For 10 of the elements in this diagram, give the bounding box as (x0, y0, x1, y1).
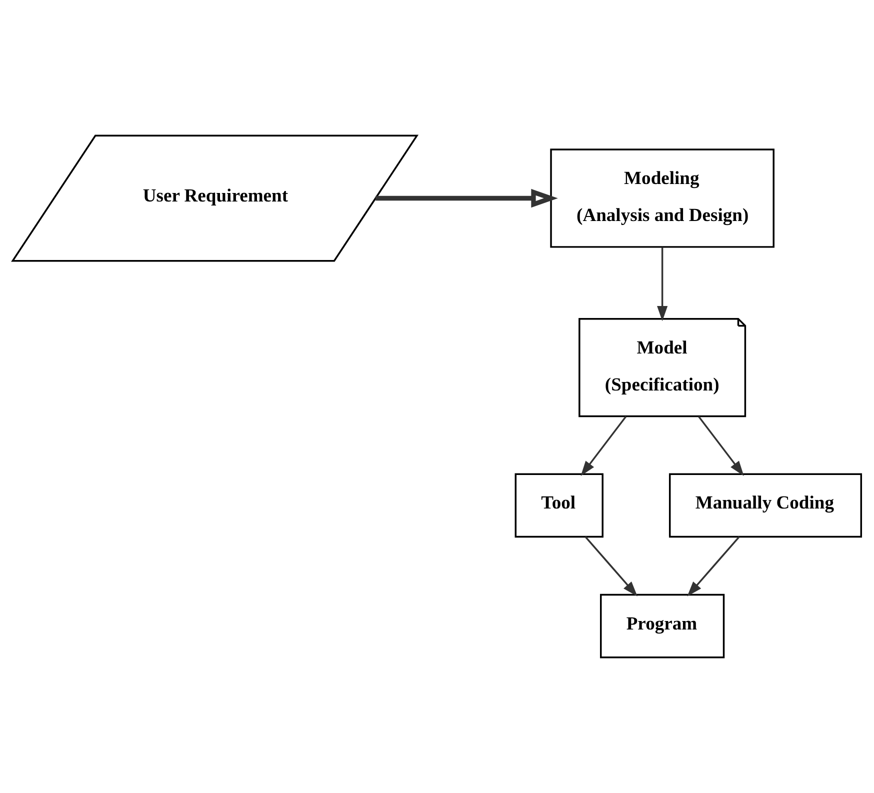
node-box: Modeling (Analysis and Design) (550, 148, 774, 248)
arrow (657, 247, 668, 322)
arrow (584, 536, 638, 596)
arrow (698, 416, 744, 476)
node-box: Manually Coding (668, 473, 862, 538)
node-box: Program (600, 594, 725, 658)
node-box: Tool (514, 473, 604, 538)
arrow (687, 536, 740, 596)
arrow (376, 188, 558, 208)
arrow (580, 416, 627, 476)
